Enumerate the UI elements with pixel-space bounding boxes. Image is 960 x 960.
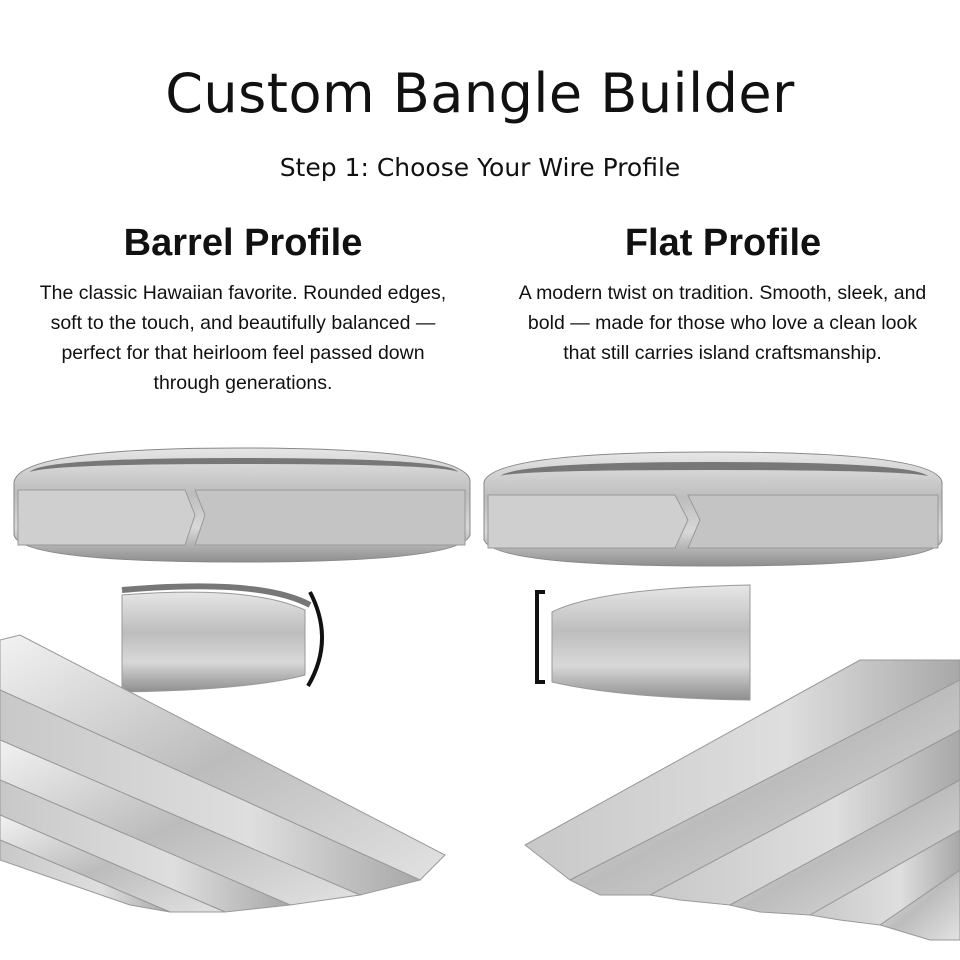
flat-profile-heading: Flat Profile <box>624 222 822 264</box>
flat-bangle-photo <box>483 451 943 567</box>
barrel-bangle-photo <box>13 447 471 563</box>
flat-profile-description: A modern twist on tradition. Smooth, sle… <box>518 282 927 364</box>
step-subtitle: Step 1: Choose Your Wire Profile <box>279 153 681 182</box>
page-title: Custom Bangle Builder <box>165 62 795 125</box>
barrel-profile-description: The classic Hawaiian favorite. Rounded e… <box>39 282 447 394</box>
barrel-profile-heading: Barrel Profile <box>123 222 363 264</box>
flat-profile-closeup <box>535 584 751 701</box>
barrel-profile-symbol <box>306 591 324 688</box>
barrel-profile-closeup <box>121 578 324 693</box>
barrel-wire-strips <box>0 634 446 913</box>
flat-profile-symbol <box>535 590 545 684</box>
flat-wire-strips <box>524 659 960 941</box>
